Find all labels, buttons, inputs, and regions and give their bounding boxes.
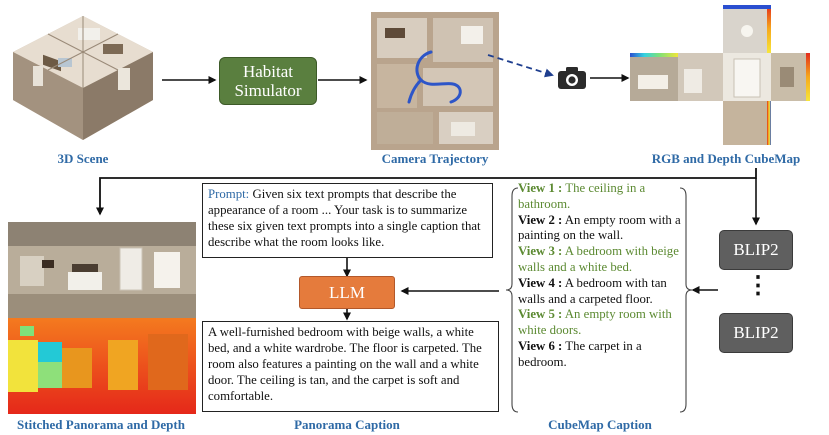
stitched-panorama-image: [8, 222, 196, 414]
panorama-caption-box: A well-furnished bedroom with beige wall…: [202, 321, 499, 412]
habitat-simulator-node: Habitat Simulator: [219, 57, 317, 105]
cubemap-view-list: View 1 : The ceiling in a bathroom. View…: [518, 181, 683, 371]
ellipsis-dots: ⋮: [746, 273, 770, 299]
llm-label: LLM: [329, 282, 365, 302]
label-3d-scene: 3D Scene: [57, 151, 109, 166]
prompt-box: Prompt: Given six text prompts that desc…: [202, 183, 493, 258]
camera-trajectory-image: [371, 12, 499, 150]
blip2-node-top: BLIP2: [719, 230, 793, 270]
scene-3d-image: [13, 16, 153, 140]
label-cubemap-caption: CubeMap Caption: [548, 417, 652, 432]
view-item-3: View 3 : A bedroom with beige walls and …: [518, 244, 679, 274]
view-item-2: View 2 : An empty room with a painting o…: [518, 212, 681, 243]
habitat-line-1: Habitat: [242, 62, 294, 81]
view-item-5: View 5 : An empty room with white doors.: [518, 307, 672, 338]
views-bracket-left: [505, 187, 519, 413]
llm-node: LLM: [299, 276, 395, 309]
view-item-4: View 4 : A bedroom with tan walls and a …: [518, 275, 667, 306]
panorama-caption-text: A well-furnished bedroom with beige wall…: [208, 325, 482, 403]
label-cubemap: RGB and Depth CubeMap: [651, 151, 801, 166]
view-item-6: View 6 : The carpet in a bedroom.: [518, 338, 642, 369]
camera-icon: [558, 67, 586, 89]
label-camera-trajectory: Camera Trajectory: [381, 151, 489, 166]
prompt-text: Given six text prompts that describe the…: [208, 187, 481, 249]
label-stitched-panorama: Stitched Panorama and Depth: [17, 417, 185, 432]
blip2-bottom-label: BLIP2: [733, 323, 779, 342]
label-panorama-caption: Panorama Caption: [294, 417, 400, 432]
blip2-top-label: BLIP2: [733, 240, 779, 259]
arrow-cubemap-to-panorama: [96, 168, 757, 216]
cubemap-image: [630, 5, 810, 145]
habitat-line-2: Simulator: [234, 81, 302, 100]
blip2-node-bottom: BLIP2: [719, 313, 793, 353]
arrow-trajectory-to-camera: [487, 54, 554, 78]
prompt-key: Prompt:: [208, 187, 250, 201]
views-bracket-right: [679, 187, 693, 413]
view-item-1: View 1 : The ceiling in a bathroom.: [518, 181, 646, 211]
